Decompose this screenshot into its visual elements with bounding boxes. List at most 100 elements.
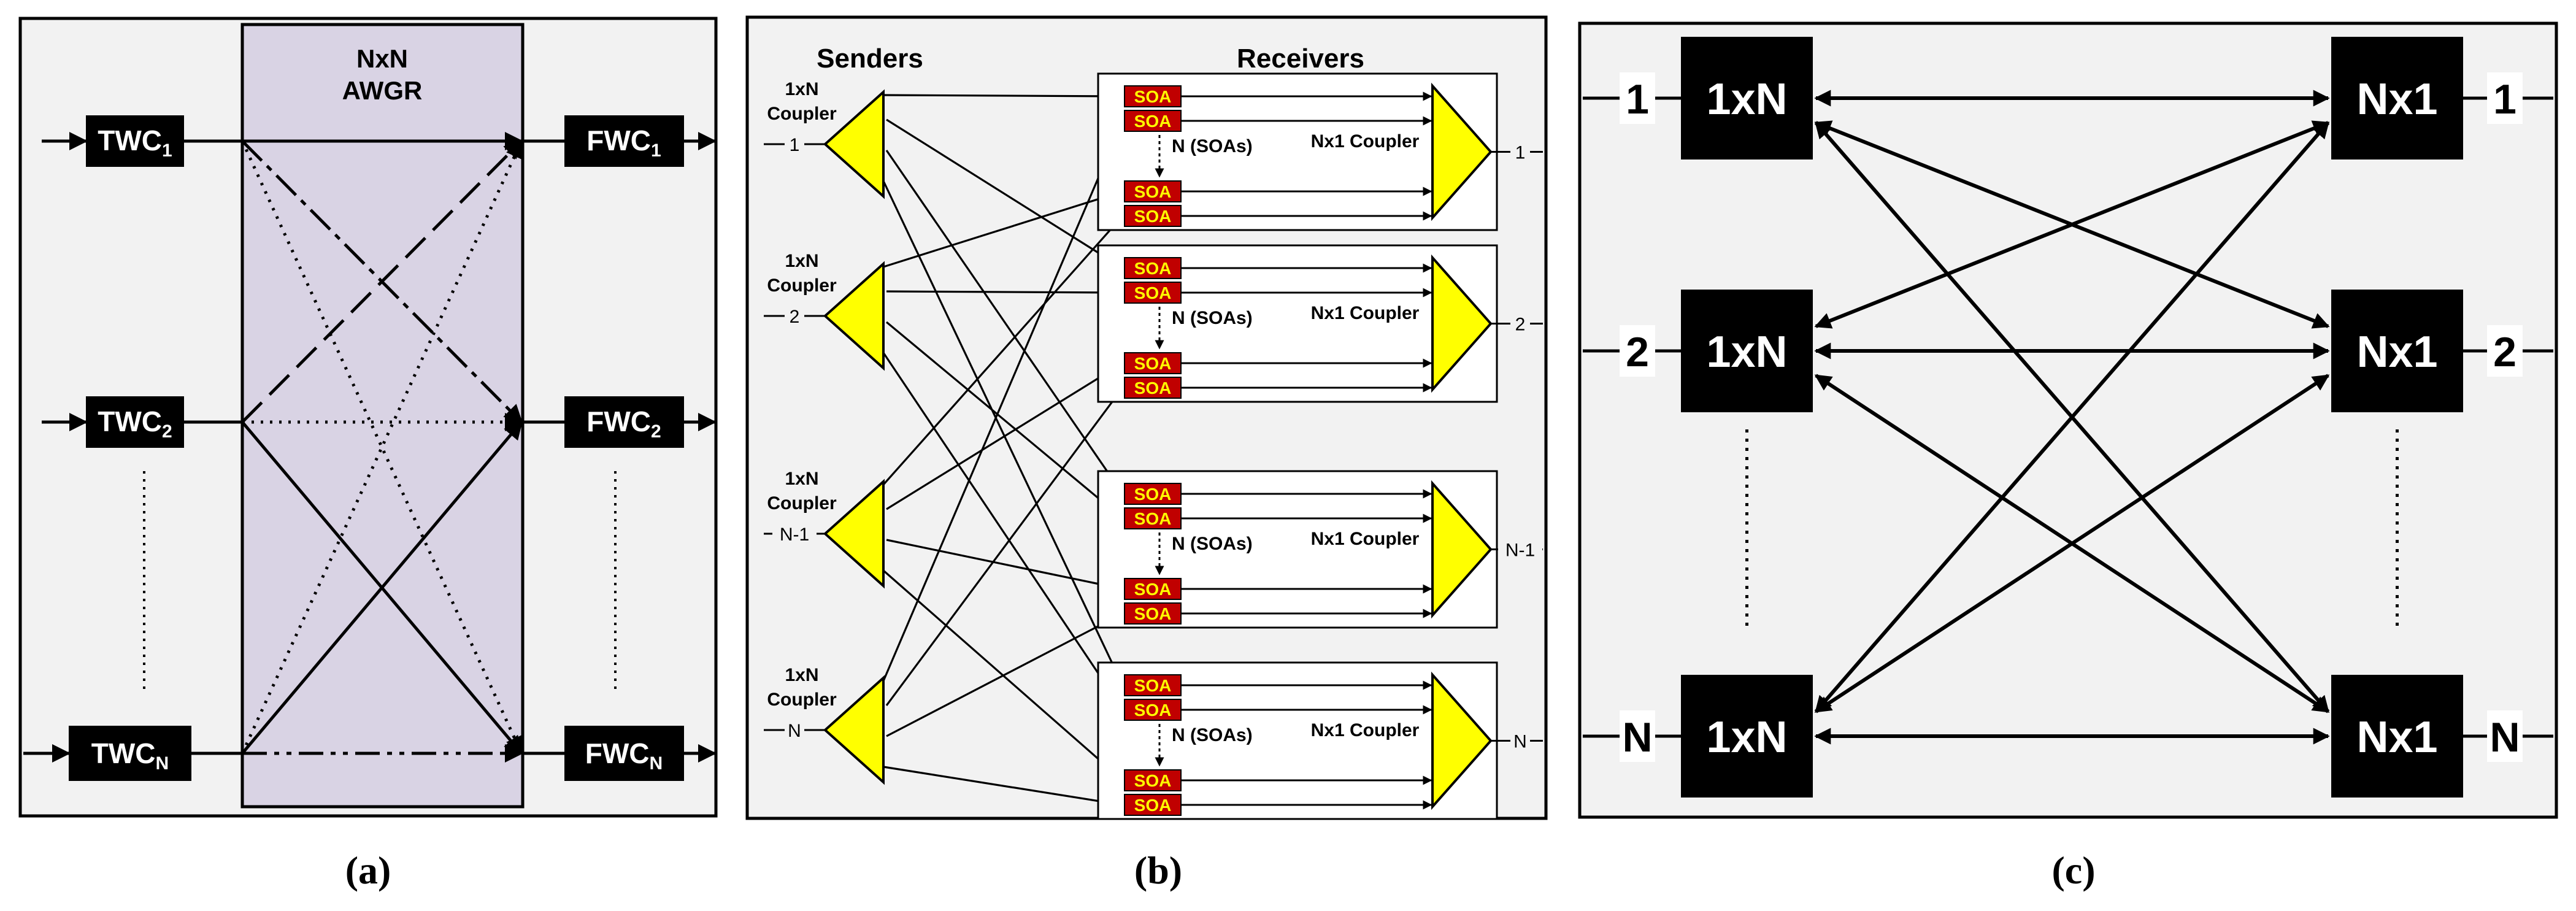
soa-label: SOA bbox=[1134, 796, 1172, 815]
caption-c: (c) bbox=[2051, 848, 2095, 892]
sender-3-to-receiver-2 bbox=[886, 362, 1124, 510]
fwc-n-box bbox=[564, 726, 684, 781]
receiver-port-2: 2 bbox=[1515, 315, 1526, 335]
soa-box bbox=[1124, 483, 1182, 505]
c-left-port-bg-1 bbox=[1620, 72, 1655, 124]
n-soas-label: N (SOAs) bbox=[1172, 534, 1253, 554]
awgr-paths bbox=[240, 132, 523, 763]
n-soas-label: N (SOAs) bbox=[1172, 308, 1253, 328]
sender-coupler-1 bbox=[823, 89, 885, 199]
soa-box bbox=[1124, 507, 1182, 529]
soa-box bbox=[1124, 674, 1182, 696]
receiver-port-3: N-1 bbox=[1505, 540, 1535, 561]
receiver-port-bg-4 bbox=[1510, 729, 1530, 751]
receiver-port-bg-1 bbox=[1510, 140, 1530, 162]
awgr-label-line2: AWGR bbox=[342, 76, 423, 105]
twc-1-box bbox=[86, 115, 184, 167]
c-left-label-1: 1xN bbox=[1706, 75, 1787, 124]
fwc-1-box bbox=[564, 115, 684, 167]
n-soas-label: N (SOAs) bbox=[1172, 725, 1253, 745]
sender-4-to-receiver-2 bbox=[885, 386, 1124, 706]
fwc-2-box bbox=[564, 396, 684, 448]
sender-2-to-receiver-3 bbox=[885, 321, 1124, 520]
c-left-port-2: 2 bbox=[1626, 329, 1649, 375]
c-left-label-3: 1xN bbox=[1706, 713, 1787, 762]
sender-1-to-receiver-1 bbox=[883, 91, 1124, 101]
soa-label: SOA bbox=[1134, 283, 1172, 302]
soa-box bbox=[1124, 180, 1182, 202]
senders-title: Senders bbox=[817, 44, 923, 74]
c-right-port-1: 1 bbox=[2493, 76, 2516, 123]
c-right-port-bg-3 bbox=[2487, 710, 2523, 762]
c-right-port-2: 2 bbox=[2493, 329, 2516, 375]
receiver-coupler-4 bbox=[1431, 671, 1493, 810]
sender-coupler-3-label-1: 1xN bbox=[785, 469, 818, 489]
sender-2-to-receiver-4 bbox=[882, 352, 1124, 711]
fwc-n-label: FWCN bbox=[585, 737, 663, 774]
sender-coupler-4-label-1: 1xN bbox=[785, 665, 818, 685]
c-left-port-3: N bbox=[1622, 714, 1652, 761]
soa-label: SOA bbox=[1134, 604, 1172, 623]
sender-4-to-receiver-1 bbox=[882, 120, 1124, 682]
c-right-label-2: Nx1 bbox=[2356, 328, 2437, 377]
c-link-3-2 bbox=[1814, 374, 2330, 713]
panel-b: Senders Receivers 1xN Coupler 1 1xN Coupler 2… bbox=[745, 15, 1548, 892]
c-right-label-1: Nx1 bbox=[2356, 75, 2437, 124]
b-connections bbox=[882, 91, 1124, 809]
sender-port-bg-2 bbox=[785, 305, 804, 326]
sender-coupler-1-label-1: 1xN bbox=[785, 79, 818, 99]
soa-box bbox=[1124, 377, 1182, 399]
soa-label: SOA bbox=[1134, 87, 1172, 106]
receiver-port-1: 1 bbox=[1515, 143, 1526, 163]
c-left-box-1 bbox=[1681, 37, 1813, 160]
soa-box bbox=[1124, 769, 1182, 791]
sender-coupler-1-label-2: Coupler bbox=[767, 104, 837, 124]
caption-a: (a) bbox=[345, 848, 391, 892]
soa-box bbox=[1124, 602, 1182, 625]
soa-label: SOA bbox=[1134, 354, 1172, 373]
receivers-title: Receivers bbox=[1237, 44, 1364, 74]
sender-2-to-receiver-1 bbox=[883, 189, 1124, 268]
sender-coupler-3 bbox=[823, 479, 885, 589]
caption-b: (b) bbox=[1134, 848, 1182, 892]
soa-label: SOA bbox=[1134, 485, 1172, 504]
soa-label: SOA bbox=[1134, 701, 1172, 720]
sender-1-to-receiver-4 bbox=[882, 180, 1124, 686]
c-right-port-3: N bbox=[2489, 714, 2520, 761]
sender-port-2: 2 bbox=[790, 307, 800, 327]
c-left-label-2: 1xN bbox=[1706, 328, 1787, 377]
path-2-1 bbox=[241, 139, 523, 423]
c-left-box-3 bbox=[1681, 675, 1813, 798]
sender-port-3: N-1 bbox=[780, 525, 809, 545]
sender-port-bg-4 bbox=[785, 719, 804, 740]
receiver-coupler-3-label: Nx1 Coupler bbox=[1311, 529, 1420, 549]
receiver-coupler-4-label: Nx1 Coupler bbox=[1311, 720, 1420, 740]
c-left-port-bg-2 bbox=[1620, 325, 1655, 377]
awgr-box bbox=[240, 23, 525, 809]
fwc-2-label: FWC2 bbox=[586, 406, 661, 442]
sender-coupler-2-label-1: 1xN bbox=[785, 251, 818, 271]
soa-label: SOA bbox=[1134, 676, 1172, 695]
receiver-coupler-1-label: Nx1 Coupler bbox=[1311, 131, 1420, 152]
sender-coupler-2 bbox=[823, 261, 885, 371]
sender-3-to-receiver-1 bbox=[882, 215, 1124, 486]
twc-n-label: TWCN bbox=[91, 737, 169, 774]
soa-box bbox=[1124, 794, 1182, 816]
soa-label: SOA bbox=[1134, 771, 1172, 790]
c-left-box-2 bbox=[1681, 290, 1813, 412]
n-soas-label: N (SOAs) bbox=[1172, 136, 1253, 156]
sender-coupler-3-label-2: Coupler bbox=[767, 493, 837, 513]
c-connections bbox=[1814, 90, 2330, 745]
receiver-coupler-3 bbox=[1431, 480, 1493, 619]
twc-1-label: TWC1 bbox=[98, 125, 172, 161]
sender-port-4: N bbox=[788, 721, 801, 741]
path-n-1 bbox=[240, 139, 523, 755]
soa-label: SOA bbox=[1134, 112, 1172, 131]
sender-1-to-receiver-3 bbox=[885, 150, 1124, 495]
receiver-coupler-1 bbox=[1431, 82, 1493, 221]
receiver-coupler-2-label: Nx1 Coupler bbox=[1311, 303, 1420, 323]
c-right-label-3: Nx1 bbox=[2356, 713, 2437, 762]
sender-port-bg-1 bbox=[785, 133, 804, 154]
